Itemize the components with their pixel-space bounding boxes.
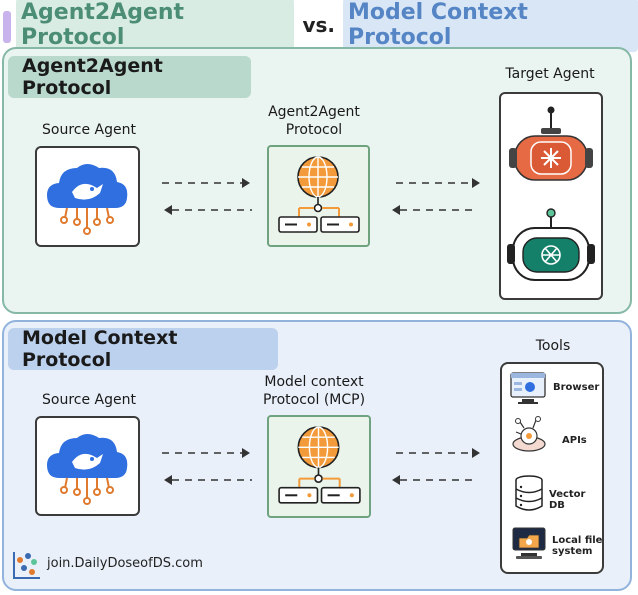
folder-icon (512, 527, 546, 559)
title-a2a: Agent2Agent Protocol (16, 0, 295, 52)
tool-vectordb-label: Vector DB (549, 489, 586, 511)
a2a-protocol-card (267, 145, 370, 247)
globe-server-icon (278, 426, 361, 504)
a2a-protocol-label-line2: Protocol (285, 122, 343, 138)
mcp-protocol-label: Model context Protocol (MCP) (252, 373, 376, 409)
mcp-source-label: Source Agent (42, 392, 136, 408)
mcp-right-arrows (392, 448, 480, 485)
a2a-right-arrows (392, 178, 480, 215)
mcp-protocol-label-line1: Model context (264, 374, 364, 390)
cloud-agent-icon (47, 434, 128, 505)
tool-localfs-label-line1: Local file (552, 535, 603, 546)
a2a-left-arrows (162, 178, 252, 215)
a2a-source-agent-card (35, 146, 140, 247)
footer-link[interactable]: join.DailyDoseofDS.com (47, 556, 203, 571)
tool-localfs-label-line2: system (552, 546, 593, 557)
target-robots (507, 106, 595, 281)
a2a-protocol-label: Agent2Agent Protocol (255, 103, 373, 139)
tool-localfs-label: Local file system (552, 535, 604, 557)
title-accent-bar (3, 11, 11, 43)
mcp-left-arrows (162, 448, 252, 485)
tool-browser-label: Browser (553, 382, 600, 393)
browser-icon (510, 372, 546, 404)
api-icon (512, 416, 546, 452)
a2a-target-label: Target Agent (505, 66, 595, 82)
a2a-source-label: Source Agent (42, 122, 136, 138)
database-icon (515, 475, 543, 511)
a2a-target-agents-card (499, 92, 603, 300)
dailydoseofds-logo-icon (13, 552, 40, 579)
page-title: Agent2Agent Protocol vs. Model Context P… (16, 0, 638, 52)
title-vs: vs. (302, 13, 335, 37)
mcp-section-label: Model Context Protocol (8, 327, 278, 371)
a2a-section-label: Agent2Agent Protocol (8, 55, 251, 99)
mcp-protocol-card (267, 415, 371, 518)
tool-apis-label: APIs (562, 435, 587, 446)
mcp-protocol-label-line2: Protocol (MCP) (262, 392, 366, 408)
cloud-agent-icon (47, 164, 128, 235)
chatgpt-robot-icon (507, 208, 595, 281)
mcp-source-agent-card (35, 416, 140, 516)
title-mcp: Model Context Protocol (343, 0, 638, 52)
a2a-protocol-label-line1: Agent2Agent (268, 104, 360, 120)
mcp-tools-label: Tools (535, 338, 571, 354)
claude-robot-icon (509, 106, 593, 181)
globe-server-icon (278, 156, 360, 233)
